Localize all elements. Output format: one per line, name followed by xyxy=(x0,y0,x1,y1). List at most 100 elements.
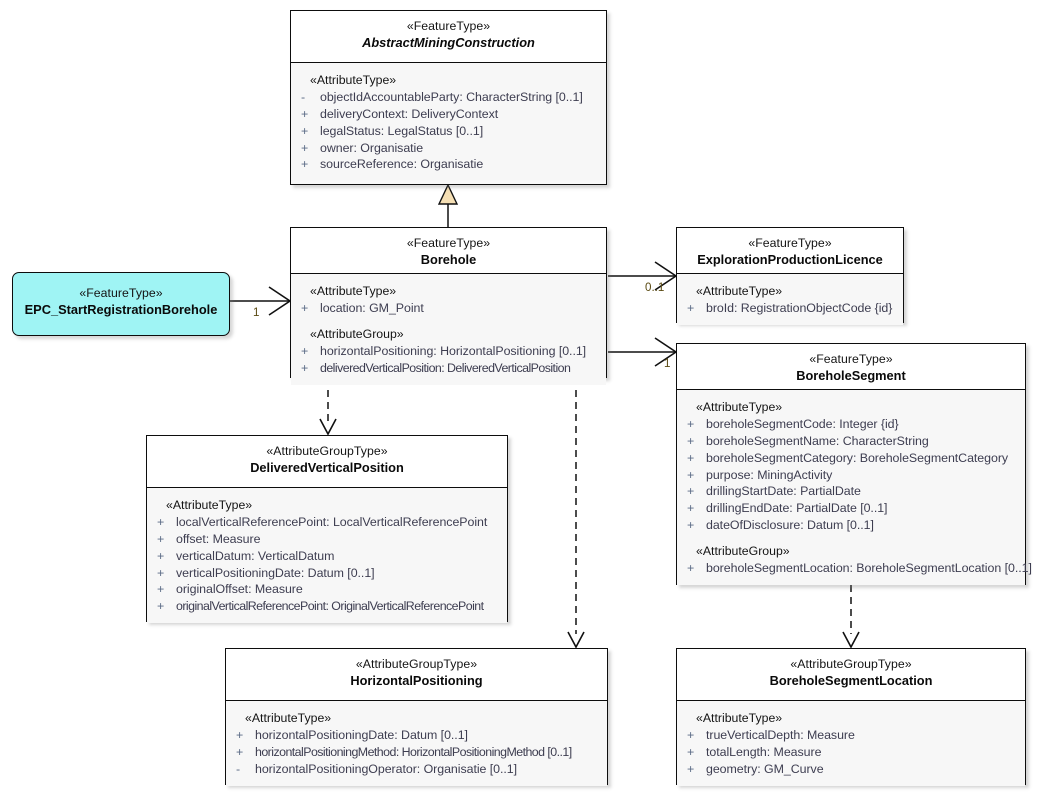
attribute-row[interactable]: + offset: Measure xyxy=(153,531,501,548)
class-header-epc-start-registration-borehole: «FeatureType» EPC_StartRegistrationBoreh… xyxy=(13,273,229,337)
visibility-marker: - xyxy=(236,761,241,776)
section-label-attributegroup: «AttributeGroup» xyxy=(696,544,790,559)
attribute-row[interactable]: + trueVerticalDepth: Measure xyxy=(683,727,1019,744)
class-stereotype: «AttributeGroupType» xyxy=(355,657,478,671)
visibility-marker: + xyxy=(687,728,695,742)
attribute-row[interactable]: + dateOfDisclosure: Datum [0..1] xyxy=(683,517,1019,534)
attribute-row[interactable]: + horizontalPositioningDate: Datum [0..1… xyxy=(232,727,601,744)
attribute-row[interactable]: + horizontalPositioning: HorizontalPosit… xyxy=(297,343,600,360)
attribute-text: owner: Organisatie xyxy=(320,140,424,155)
class-borehole-segment-location[interactable]: «AttributeGroupType» BoreholeSegmentLoca… xyxy=(676,648,1026,786)
attribute-row[interactable]: + location: GM_Point xyxy=(297,300,600,317)
connector-association-borehole-to-licence[interactable] xyxy=(608,261,678,291)
class-header-exploration-production-licence: «FeatureType» ExplorationProductionLicen… xyxy=(677,228,903,274)
attribute-row[interactable]: + verticalDatum: VerticalDatum xyxy=(153,548,501,565)
attribute-text: boreholeSegmentName: CharacterString xyxy=(706,433,929,448)
attribute-text: verticalDatum: VerticalDatum xyxy=(176,548,335,563)
visibility-marker: + xyxy=(687,518,695,533)
visibility-marker: + xyxy=(301,360,309,375)
attribute-row[interactable]: + verticalPositioningDate: Datum [0..1] xyxy=(153,565,501,582)
section-label-attributegroup: «AttributeGroup» xyxy=(310,326,404,341)
section-label-attributetype: «AttributeType» xyxy=(696,711,783,725)
visibility-marker: + xyxy=(687,761,695,776)
class-body-delivered-vertical-position: «AttributeType» + localVerticalReference… xyxy=(147,488,507,624)
class-abstract-mining-construction[interactable]: «FeatureType» AbstractMiningConstruction… xyxy=(290,10,607,185)
attribute-row[interactable]: + deliveryContext: DeliveryContext xyxy=(297,106,600,123)
class-stereotype: «FeatureType» xyxy=(748,236,832,250)
class-horizontal-positioning[interactable]: «AttributeGroupType» HorizontalPositioni… xyxy=(225,648,608,786)
attribute-text: localVerticalReferencePoint: LocalVertic… xyxy=(176,515,488,529)
attribute-row[interactable]: + boreholeSegmentName: CharacterString xyxy=(683,433,1019,450)
attribute-row[interactable]: + drillingEndDate: PartialDate [0..1] xyxy=(683,500,1019,517)
class-stereotype: «FeatureType» xyxy=(79,286,163,300)
attribute-text: location: GM_Point xyxy=(320,301,424,315)
attribute-text: purpose: MiningActivity xyxy=(706,467,833,482)
multiplicity-epc-to-borehole: 1 xyxy=(253,306,260,319)
attribute-row[interactable]: + sourceReference: Organisatie xyxy=(297,156,600,173)
connector-dependency-borehole-to-deliveredverticalposition[interactable] xyxy=(319,378,337,436)
class-body-exploration-production-licence: «AttributeType» + broId: RegistrationObj… xyxy=(677,274,903,325)
attribute-row[interactable]: + broId: RegistrationObjectCode {id} xyxy=(683,300,897,317)
visibility-marker: + xyxy=(157,565,165,580)
attribute-row[interactable]: + drillingStartDate: PartialDate xyxy=(683,483,1019,500)
section-label-attributetype: «AttributeType» xyxy=(696,400,783,414)
attribute-text: broId: RegistrationObjectCode {id} xyxy=(706,301,893,315)
visibility-marker: + xyxy=(687,484,695,499)
class-header-borehole: «FeatureType» Borehole xyxy=(291,228,606,274)
attribute-row[interactable]: + deliveredVerticalPosition: DeliveredVe… xyxy=(297,360,600,377)
multiplicity-borehole-to-segment: 1 xyxy=(664,357,671,370)
visibility-marker: + xyxy=(157,599,165,614)
attribute-row[interactable]: + boreholeSegmentLocation: BoreholeSegme… xyxy=(683,560,1032,577)
visibility-marker: + xyxy=(157,582,165,597)
attribute-row[interactable]: + originalVerticalReferencePoint: Origin… xyxy=(153,598,501,615)
class-stereotype: «FeatureType» xyxy=(406,19,491,33)
attribute-row[interactable]: + geometry: GM_Curve xyxy=(683,761,1019,778)
visibility-marker: + xyxy=(687,501,695,516)
class-header-delivered-vertical-position: «AttributeGroupType» DeliveredVerticalPo… xyxy=(147,436,507,488)
attribute-row[interactable]: + originalOffset: Measure xyxy=(153,581,501,598)
class-borehole[interactable]: «FeatureType» Borehole «AttributeType» +… xyxy=(290,227,607,385)
attribute-row[interactable]: + boreholeSegmentCategory: BoreholeSegme… xyxy=(683,450,1019,467)
visibility-marker: + xyxy=(301,343,309,358)
class-epc-start-registration-borehole[interactable]: «FeatureType» EPC_StartRegistrationBoreh… xyxy=(12,272,230,336)
class-name: BoreholeSegmentLocation xyxy=(769,673,933,689)
attribute-text: drillingEndDate: PartialDate [0..1] xyxy=(706,501,888,516)
connector-dependency-segment-to-segmentlocation[interactable] xyxy=(842,585,860,649)
attribute-row[interactable]: + totalLength: Measure xyxy=(683,744,1019,761)
class-body-borehole-segment-location: «AttributeType» + trueVerticalDepth: Mea… xyxy=(677,701,1025,786)
attribute-row[interactable]: + legalStatus: LegalStatus [0..1] xyxy=(297,123,600,140)
connector-dependency-borehole-to-horizontalpositioning[interactable] xyxy=(567,378,585,649)
class-exploration-production-licence[interactable]: «FeatureType» ExplorationProductionLicen… xyxy=(676,227,904,325)
attribute-text: boreholeSegmentLocation: BoreholeSegment… xyxy=(706,561,1032,576)
visibility-marker: + xyxy=(157,515,165,529)
class-stereotype: «FeatureType» xyxy=(809,352,893,366)
visibility-marker: + xyxy=(687,301,695,315)
attribute-text: boreholeSegmentCode: Integer {id} xyxy=(706,417,899,431)
section-label-attributetype: «AttributeType» xyxy=(245,711,332,725)
visibility-marker: + xyxy=(236,744,244,759)
connector-association-epc-to-borehole[interactable] xyxy=(230,286,292,316)
connector-generalization-borehole-to-abstractminingconstruction[interactable] xyxy=(437,183,459,227)
attribute-row[interactable]: + boreholeSegmentCode: Integer {id} xyxy=(683,416,1019,433)
attribute-row[interactable]: + horizontalPositioningMethod: Horizonta… xyxy=(232,744,601,761)
attribute-text: horizontalPositioningOperator: Organisat… xyxy=(255,761,518,776)
class-header-horizontal-positioning: «AttributeGroupType» HorizontalPositioni… xyxy=(226,649,607,701)
attribute-text: deliveredVerticalPosition: DeliveredVert… xyxy=(320,360,571,375)
attribute-text: trueVerticalDepth: Measure xyxy=(706,728,855,742)
section-label-attributetype: «AttributeType» xyxy=(310,73,397,87)
attribute-row[interactable]: - objectIdAccountableParty: CharacterStr… xyxy=(297,89,600,106)
attribute-text: totalLength: Measure xyxy=(706,744,822,759)
attribute-text: originalVerticalReferencePoint: Original… xyxy=(176,599,484,614)
class-name: HorizontalPositioning xyxy=(350,673,483,689)
attribute-text: deliveryContext: DeliveryContext xyxy=(320,106,499,121)
class-borehole-segment[interactable]: «FeatureType» BoreholeSegment «Attribute… xyxy=(676,343,1032,585)
attribute-row[interactable]: - horizontalPositioningOperator: Organis… xyxy=(232,761,601,778)
visibility-marker: - xyxy=(301,90,306,104)
attribute-row[interactable]: + owner: Organisatie xyxy=(297,140,600,157)
visibility-marker: + xyxy=(157,531,165,546)
attribute-text: sourceReference: Organisatie xyxy=(320,157,484,172)
attribute-row[interactable]: + localVerticalReferencePoint: LocalVert… xyxy=(153,514,501,531)
class-body-horizontal-positioning: «AttributeType» + horizontalPositioningD… xyxy=(226,701,607,786)
class-delivered-vertical-position[interactable]: «AttributeGroupType» DeliveredVerticalPo… xyxy=(146,435,508,624)
attribute-row[interactable]: + purpose: MiningActivity xyxy=(683,467,1019,484)
